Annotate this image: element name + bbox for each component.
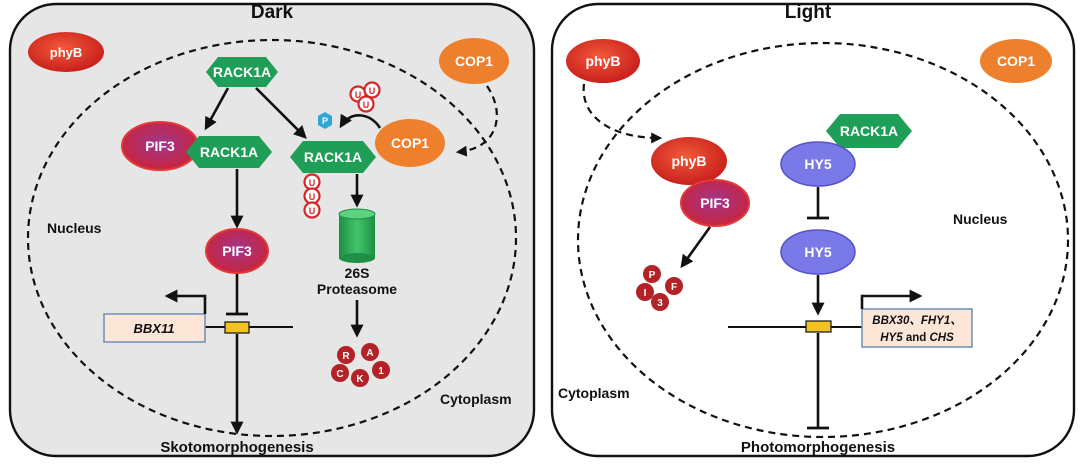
dark-outcome-label: Skotomorphogenesis bbox=[160, 439, 313, 456]
dark-rack1a-top-node bbox=[206, 57, 278, 87]
fragment-label: 3 bbox=[657, 298, 663, 309]
fragment-label: I bbox=[644, 288, 647, 299]
fragment-label: P bbox=[649, 270, 656, 281]
light-gene-box bbox=[861, 308, 973, 348]
proteasome-label-line1: 26S bbox=[345, 265, 370, 281]
dark-bbx11-label: BBX11 bbox=[134, 321, 175, 336]
dark-degraded-fragments: R A C K 1 bbox=[331, 343, 390, 387]
dark-panel-frame bbox=[8, 2, 536, 458]
fragment-label: R bbox=[342, 351, 350, 362]
light-phyB-nuc-node bbox=[651, 137, 727, 185]
light-phyB-cyto-node bbox=[566, 39, 640, 83]
light-phyB-cyto-label: phyB bbox=[586, 53, 621, 69]
fragment-icon bbox=[651, 293, 669, 311]
fragment-label: A bbox=[366, 348, 373, 359]
dark-phospho-tag bbox=[318, 112, 332, 129]
light-hy5-top-node bbox=[780, 141, 856, 187]
fragment-icon bbox=[361, 343, 379, 361]
light-cop1-label: COP1 bbox=[997, 53, 1035, 69]
dark-cop1-nuc-node bbox=[375, 119, 445, 167]
fragment-icon bbox=[665, 277, 683, 295]
light-degraded-fragments: P I F 3 bbox=[636, 265, 683, 311]
fragment-icon bbox=[643, 265, 661, 283]
dark-cop1-cyto-node bbox=[439, 38, 509, 84]
light-promoter bbox=[805, 320, 832, 333]
dark-pif3-node bbox=[205, 228, 269, 274]
dark-transcription-arrow bbox=[164, 289, 207, 314]
dark-ubiquitin-chain-bottom: U U U bbox=[303, 173, 321, 219]
light-gene-line2: HY5 and CHS bbox=[880, 332, 954, 344]
fragment-label: F bbox=[671, 282, 677, 293]
light-pif3-label: PIF3 bbox=[700, 195, 730, 211]
dark-pif3-complex-label: PIF3 bbox=[145, 138, 175, 154]
ubiquitin-label: U bbox=[355, 90, 362, 100]
ubiquitin-icon bbox=[363, 81, 381, 99]
dark-cop1-nuc-label: COP1 bbox=[391, 135, 429, 151]
ubiquitin-label: U bbox=[309, 206, 316, 216]
light-pif3-node bbox=[680, 179, 750, 227]
dark-pif3-label: PIF3 bbox=[222, 243, 252, 259]
fragment-icon bbox=[331, 364, 349, 382]
fragment-icon bbox=[337, 346, 355, 364]
dark-promoter bbox=[224, 321, 250, 334]
light-arrow-to-fragments bbox=[680, 226, 712, 269]
light-cytoplasm-label: Cytoplasm bbox=[558, 385, 630, 401]
light-gene-line1: BBX30、FHY1、 bbox=[872, 315, 961, 327]
dark-phyB-node bbox=[28, 32, 104, 72]
light-panel: Light phyB COP1 phyB PIF3 P I F 3 RACK1A… bbox=[550, 2, 1076, 458]
light-gene-chs: CHS bbox=[929, 332, 954, 344]
dark-phyB-label: phyB bbox=[50, 45, 83, 60]
ubiquitin-label: U bbox=[369, 86, 376, 96]
dark-title: Dark bbox=[251, 2, 294, 23]
dark-cop1-import-arrow bbox=[455, 85, 498, 157]
dark-rack1a-mid-label: RACK1A bbox=[304, 149, 362, 165]
light-phyB-nuc-label: phyB bbox=[672, 153, 707, 169]
light-nucleus-label: Nucleus bbox=[953, 211, 1008, 227]
fragment-label: 1 bbox=[378, 366, 384, 377]
light-outcome-label: Photomorphogenesis bbox=[741, 439, 895, 456]
proteasome-label-line2: Proteasome bbox=[317, 281, 397, 297]
fragment-label: K bbox=[356, 374, 364, 385]
light-rack1a-node bbox=[826, 114, 912, 148]
dark-rack1a-complex-node bbox=[186, 136, 272, 168]
proteasome-icon bbox=[338, 208, 376, 263]
ubiquitin-label: U bbox=[363, 100, 370, 110]
dark-ubiquitin-chain-top: U U U bbox=[349, 81, 381, 113]
light-hy5-top-label: HY5 bbox=[804, 156, 831, 172]
ubiquitin-label: U bbox=[309, 178, 316, 188]
dark-cop1-phosphorylation-arrow bbox=[339, 113, 382, 129]
light-cop1-node bbox=[980, 39, 1052, 83]
fragment-icon bbox=[372, 361, 390, 379]
dark-rack1a-complex-label: RACK1A bbox=[200, 144, 258, 160]
ubiquitin-icon bbox=[357, 95, 375, 113]
dark-arrow-to-rack1a-mid bbox=[255, 87, 307, 139]
ubiquitin-icon bbox=[303, 201, 321, 219]
light-hy5-low-node bbox=[780, 229, 856, 275]
dark-arrow-to-complex bbox=[204, 87, 230, 131]
dark-bbx11-gene-box bbox=[103, 313, 206, 343]
light-hy5-low-label: HY5 bbox=[804, 244, 831, 260]
light-title: Light bbox=[785, 2, 832, 23]
fragment-icon bbox=[636, 283, 654, 301]
light-gene-hy5: HY5 bbox=[880, 332, 903, 344]
dark-rack1a-mid-node bbox=[290, 141, 376, 173]
dark-cytoplasm-label: Cytoplasm bbox=[440, 391, 512, 407]
dark-cop1-cyto-label: COP1 bbox=[455, 53, 493, 69]
light-rack1a-label: RACK1A bbox=[840, 123, 898, 139]
fragment-label: C bbox=[336, 369, 343, 380]
fragment-icon bbox=[351, 369, 369, 387]
light-transcription-arrow bbox=[860, 289, 923, 309]
dark-panel: Dark phyB COP1 RACK1A PIF3 RACK1A PIF3 B… bbox=[8, 2, 536, 458]
ubiquitin-label: U bbox=[309, 192, 316, 202]
light-gene-and: and bbox=[903, 332, 930, 344]
dark-nucleus-membrane bbox=[26, 38, 518, 438]
dark-rack1a-top-label: RACK1A bbox=[213, 64, 271, 80]
dark-phospho-label: P bbox=[322, 116, 328, 126]
dark-nucleus-label: Nucleus bbox=[47, 220, 102, 236]
light-nucleus-membrane bbox=[576, 41, 1070, 439]
